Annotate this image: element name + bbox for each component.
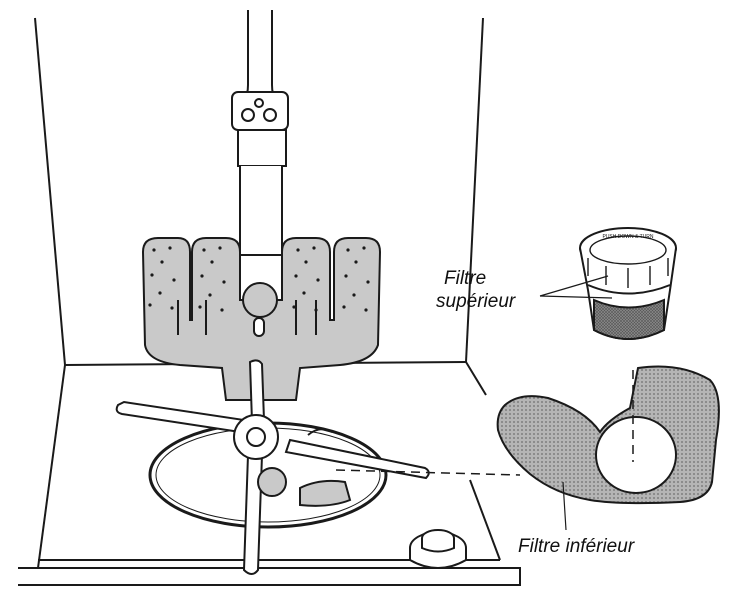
upper-spray-fork bbox=[141, 237, 382, 401]
lower-filter bbox=[496, 365, 720, 505]
upper-filter: PUSH DOWN & TURN bbox=[579, 227, 677, 340]
lower-spray-arm bbox=[115, 359, 430, 575]
upper-filter-label-line1: Filtre bbox=[444, 268, 487, 289]
lower-filter-label: Filtre inférieur bbox=[518, 536, 635, 557]
upper-filter-embossed-text: PUSH DOWN & TURN bbox=[602, 234, 653, 240]
upper-filter-label-line2: supérieur bbox=[436, 291, 516, 312]
leader-lines bbox=[335, 275, 634, 531]
drain-cap bbox=[409, 529, 467, 569]
feed-tube bbox=[231, 10, 289, 256]
